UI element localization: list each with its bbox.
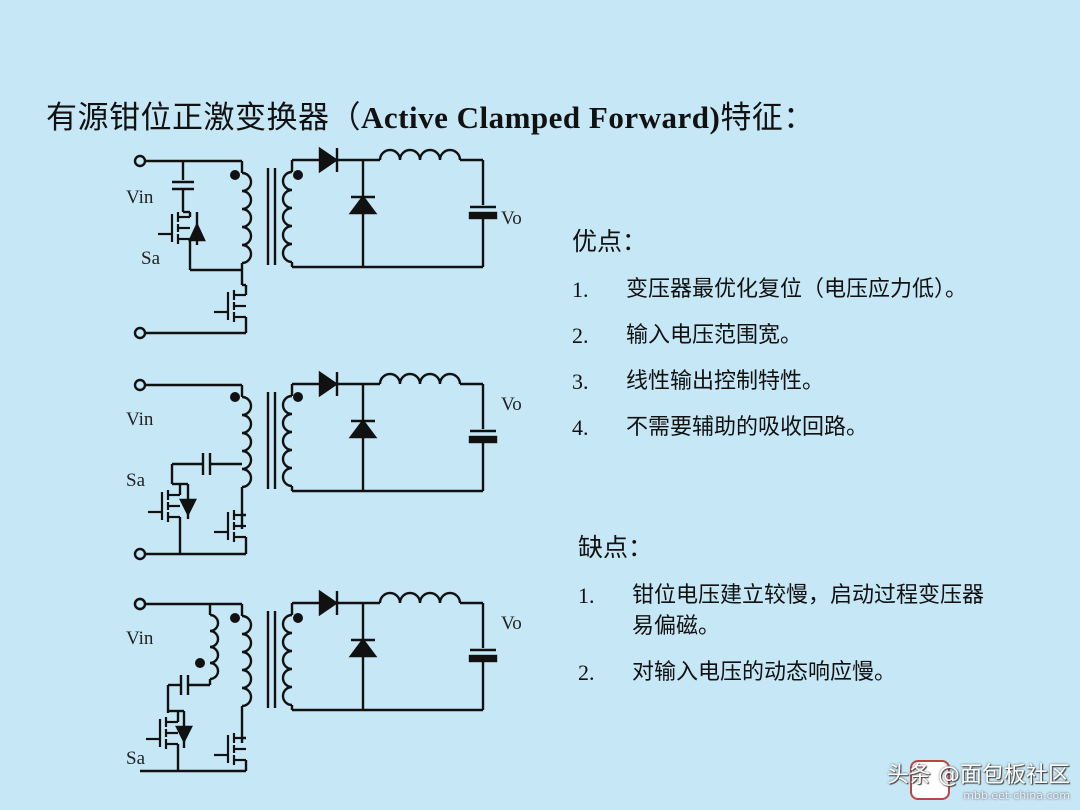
circuit-3	[133, 589, 498, 773]
vin-label: Vin	[126, 409, 154, 430]
sa-label: Sa	[126, 470, 146, 491]
watermark: 头条 @面包板社区 mbb.eet-china.com	[887, 763, 1070, 802]
vin-label: Vin	[126, 628, 154, 649]
list-item: 1.变压器最优化复位（电压应力低）。	[572, 277, 968, 302]
vo-label: Vo	[501, 208, 522, 229]
advantages-list: 1.变压器最优化复位（电压应力低）。 2.输入电压范围宽。 3.线性输出控制特性…	[572, 274, 992, 458]
circuit-1	[133, 146, 498, 340]
sa-label: Sa	[126, 748, 146, 769]
vin-label: Vin	[126, 187, 154, 208]
sa-label: Sa	[141, 248, 161, 269]
page-title: 有源钳位正激变换器（Active Clamped Forward)特征：	[46, 100, 815, 136]
circuit-2	[133, 370, 498, 561]
list-item: 2.对输入电压的动态响应慢。	[578, 660, 897, 685]
disadvantages-list: 1.钳位电压建立较慢，启动过程变压器易偏磁。 2.对输入电压的动态响应慢。	[578, 580, 998, 703]
watermark-logo-icon	[910, 760, 950, 800]
vo-label: Vo	[501, 613, 522, 634]
list-item: 2.输入电压范围宽。	[572, 323, 803, 348]
list-item: 1.钳位电压建立较慢，启动过程变压器易偏磁。	[578, 583, 985, 639]
list-item: 4.不需要辅助的吸收回路。	[572, 415, 869, 440]
vo-label: Vo	[501, 394, 522, 415]
advantages-heading: 优点：	[572, 227, 648, 256]
list-item: 3.线性输出控制特性。	[572, 369, 825, 394]
disadvantages-heading: 缺点：	[578, 533, 654, 562]
